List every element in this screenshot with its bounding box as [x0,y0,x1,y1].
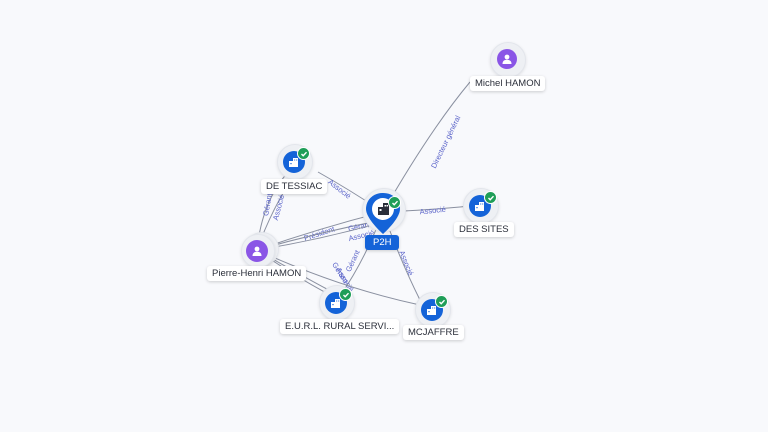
node-de-tessiac[interactable]: DE TESSIAC [260,142,330,194]
node-label: DE TESSIAC [261,179,328,194]
center-node[interactable]: P2H [360,188,410,250]
verified-check-icon [435,295,448,308]
node-label: MCJAFFRE [403,325,464,340]
node-label: Michel HAMON [470,76,546,91]
building-icon [427,306,436,315]
node-mcjaffre[interactable]: MCJAFFRE [400,292,470,342]
node-label: Pierre-Henri HAMON [207,266,307,281]
edge-line [256,249,421,306]
node-eurl-rural-services[interactable]: E.U.R.L. RURAL SERVI... [280,284,400,336]
verified-check-icon [339,288,352,301]
edge-label: Associé [397,249,415,277]
person-icon [502,54,512,64]
building-icon [475,202,484,211]
node-michel-hamon[interactable]: Michel HAMON [470,42,550,92]
node-label: E.U.R.L. RURAL SERVI... [280,319,400,334]
building-icon [331,299,340,308]
verified-check-icon [388,196,401,209]
node-label: DES SITES [454,222,514,237]
node-pierre-henri-hamon[interactable]: Pierre-Henri HAMON [207,230,307,282]
center-node-label: P2H [365,235,400,250]
node-des-sites[interactable]: DES SITES [452,186,514,238]
verified-check-icon [484,191,497,204]
person-icon [252,246,262,256]
edge-label: Gérant [344,248,362,273]
edge-label: Associé [419,205,446,217]
verified-check-icon [297,147,310,160]
building-icon [378,203,389,215]
edge-label: Directeur général [429,114,462,170]
building-icon [289,158,298,167]
edge-label: Gérant [261,192,274,217]
edge-label: Associé [326,177,352,200]
